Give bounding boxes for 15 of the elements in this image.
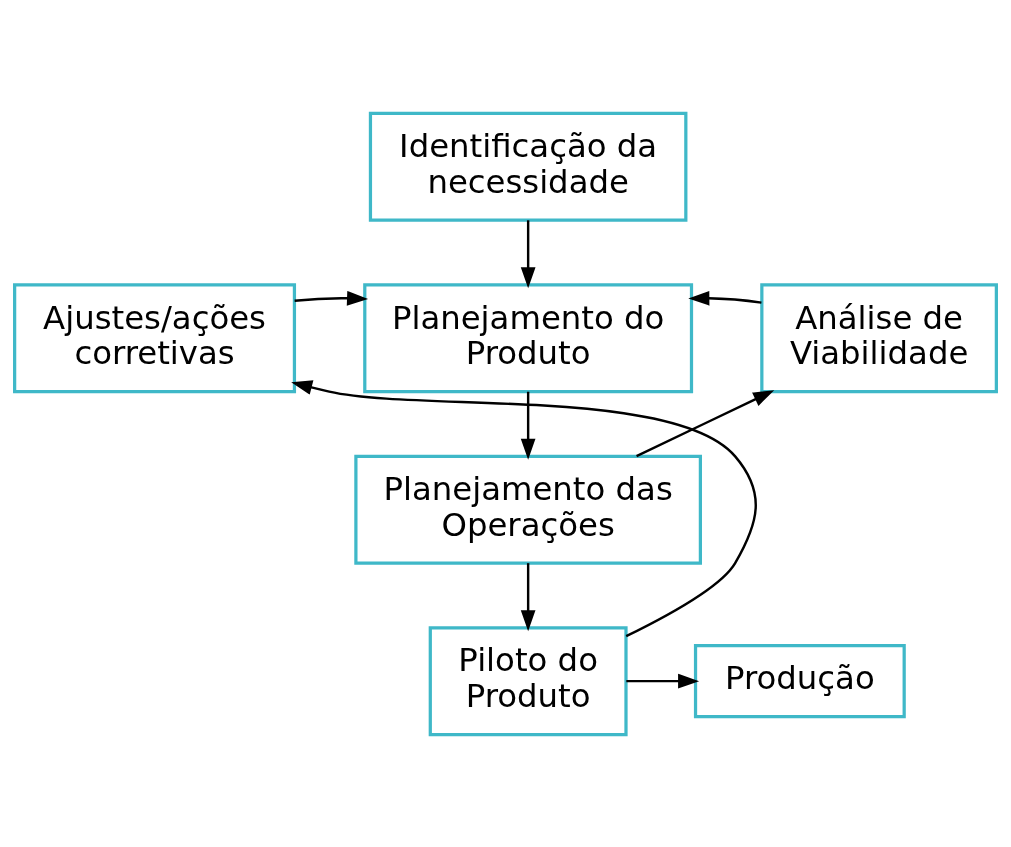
arrow (688, 290, 762, 306)
node-box: Planejamento do Produto (363, 282, 694, 393)
node-box: Produção (693, 643, 906, 718)
arrow (520, 562, 536, 631)
arrow (520, 391, 536, 460)
node-box: Análise de Viabilidade (760, 282, 998, 393)
node-box: Ajustes/ações corretivas (13, 282, 297, 393)
node-box: Identificação da necessidade (368, 111, 688, 222)
arrow (636, 389, 775, 457)
arrow (294, 290, 369, 306)
arrow (626, 673, 700, 689)
node-box: Planejamento das Operações (354, 454, 702, 565)
node-box: Piloto do Produto (428, 625, 628, 736)
arrow (291, 379, 757, 637)
arrow (520, 219, 536, 288)
